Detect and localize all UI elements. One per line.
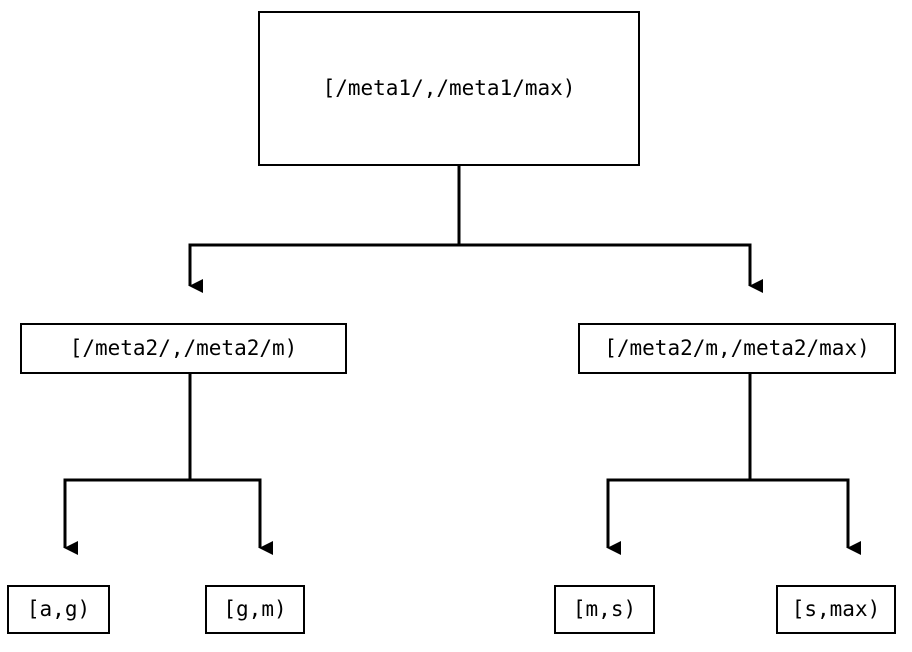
edge-root-to-mid-left [188,166,461,293]
node-leaf-1: [a,g) [7,585,110,634]
node-mid-right-label: [/meta2/m,/meta2/max) [604,336,870,360]
node-root: [/meta1/,/meta1/max) [258,11,640,166]
edge-root-to-mid-right [459,243,763,293]
node-leaf-4-label: [s,max) [791,597,881,621]
node-leaf-3: [m,s) [554,585,655,634]
edge-mid-right-to-leaf-3 [606,374,752,555]
node-leaf-2: [g,m) [205,585,305,634]
edge-mid-right-to-leaf-4 [750,478,861,555]
node-root-label: [/meta1/,/meta1/max) [322,76,576,100]
node-mid-left: [/meta2/,/meta2/m) [20,323,347,374]
node-leaf-4: [s,max) [776,585,896,634]
edge-mid-left-to-leaf-1 [63,374,192,555]
node-leaf-3-label: [m,s) [572,597,637,621]
node-leaf-2-label: [g,m) [223,597,287,621]
node-mid-left-label: [/meta2/,/meta2/m) [69,336,298,360]
edge-mid-left-to-leaf-2 [190,478,273,555]
node-leaf-1-label: [a,g) [26,597,91,621]
node-mid-right: [/meta2/m,/meta2/max) [578,323,896,374]
